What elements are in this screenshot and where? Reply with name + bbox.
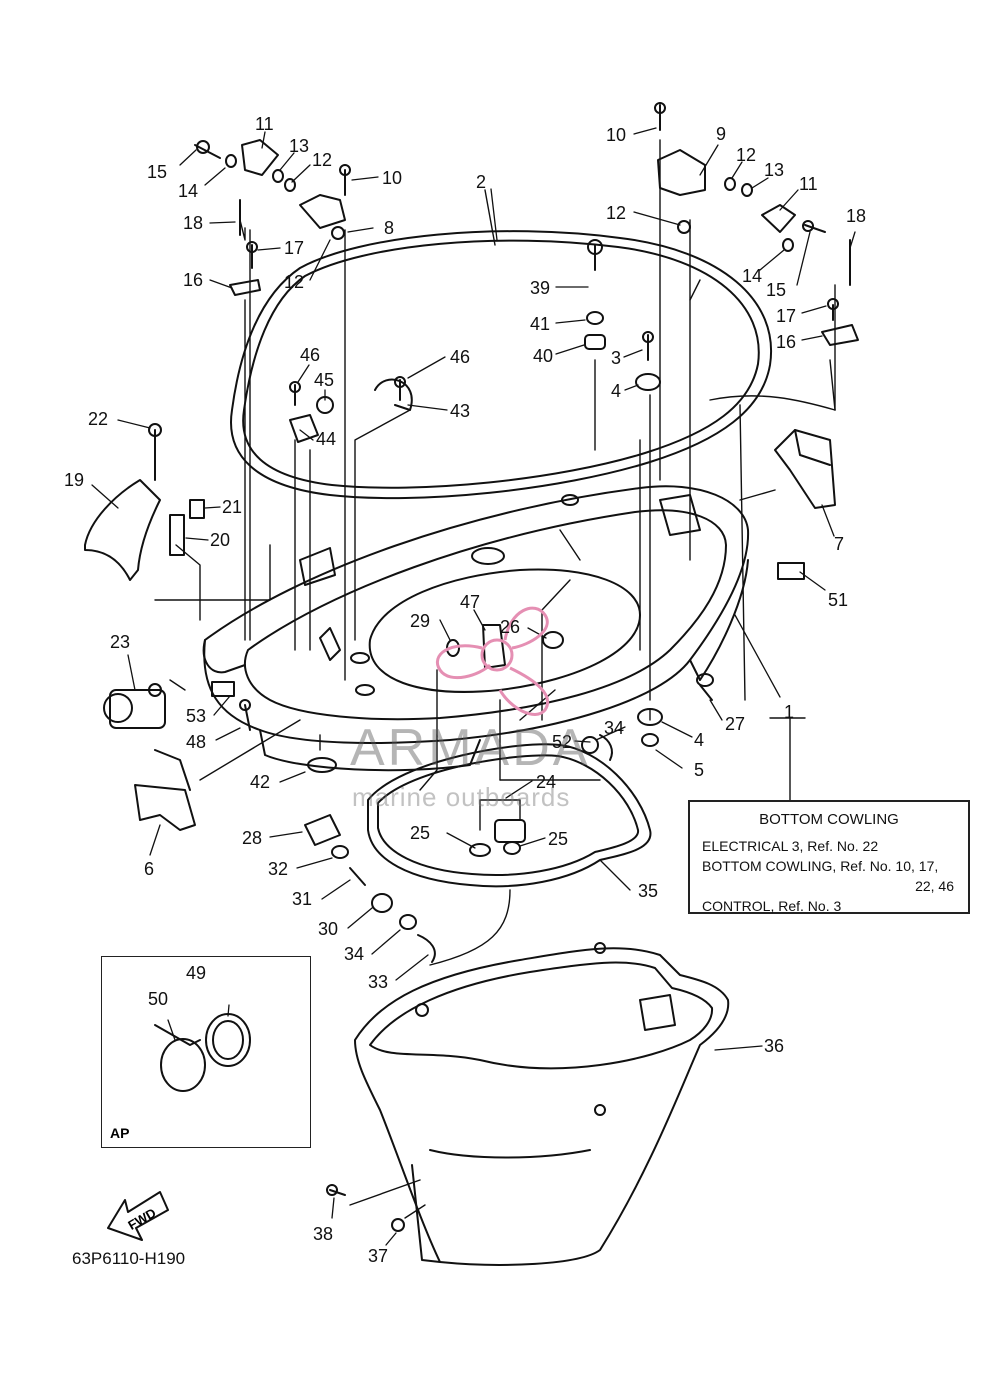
rubber-seal — [367, 743, 652, 888]
callout-11: 11 — [255, 114, 274, 134]
callout-44: 44 — [316, 429, 336, 449]
callout-2: 2 — [476, 172, 486, 192]
reference-line-bottom-cowling: BOTTOM COWLING, Ref. No. 10, 17, — [702, 858, 939, 874]
callout-4: 4 — [694, 730, 704, 750]
callout-3: 3 — [611, 348, 621, 368]
callout-24: 24 — [536, 772, 556, 792]
callout-38: 38 — [313, 1224, 333, 1244]
callout-25: 25 — [410, 823, 430, 843]
callout-12: 12 — [312, 150, 332, 170]
callout-4: 4 — [611, 381, 621, 401]
callout-45: 45 — [314, 370, 334, 390]
callout-13: 13 — [289, 136, 309, 156]
callout-14: 14 — [178, 181, 198, 201]
callout-9: 9 — [716, 124, 726, 144]
watermark-brand: ARMADA — [350, 719, 591, 777]
reference-line-continuation: 22, 46 — [915, 878, 954, 894]
callout-6: 6 — [144, 859, 154, 879]
callout-25: 25 — [548, 829, 568, 849]
callout-7: 7 — [834, 534, 844, 554]
callout-labels: 1 2 3 4 4 5 6 7 8 9 10 10 11 11 12 12 12… — [64, 114, 866, 1266]
watermark-tagline: marine outboards — [352, 782, 571, 812]
lever-cover — [134, 749, 196, 831]
callout-12: 12 — [606, 203, 626, 223]
fwd-arrow — [107, 1191, 169, 1241]
callout-8: 8 — [384, 218, 394, 238]
callout-53: 53 — [186, 706, 206, 726]
connector-housing — [103, 683, 166, 729]
callout-30: 30 — [318, 919, 338, 939]
callout-5: 5 — [694, 760, 704, 780]
callout-10: 10 — [382, 168, 402, 188]
callout-43: 43 — [450, 401, 470, 421]
callout-34: 34 — [344, 944, 364, 964]
callout-28: 28 — [242, 828, 262, 848]
watermark-logo — [436, 606, 549, 716]
callout-26: 26 — [500, 617, 520, 637]
callout-12: 12 — [736, 145, 756, 165]
rear-bracket — [774, 429, 836, 509]
callout-42: 42 — [250, 772, 270, 792]
ap-inset-box: AP — [101, 956, 311, 1148]
callout-16: 16 — [776, 332, 796, 352]
callout-31: 31 — [292, 889, 312, 909]
front-cover — [84, 479, 161, 581]
callout-37: 37 — [368, 1246, 388, 1266]
callout-18: 18 — [183, 213, 203, 233]
callout-1: 1 — [784, 702, 794, 722]
reference-line-control: CONTROL, Ref. No. 3 — [702, 898, 842, 914]
leader-lines — [154, 139, 836, 1219]
lower-apron — [354, 942, 730, 1266]
callout-22: 22 — [88, 409, 108, 429]
callout-leaders — [91, 127, 856, 1246]
callout-29: 29 — [410, 611, 430, 631]
callout-32: 32 — [268, 859, 288, 879]
callout-17: 17 — [776, 306, 796, 326]
callout-19: 19 — [64, 470, 84, 490]
cowling-seal-ring — [230, 230, 773, 500]
callout-51: 51 — [828, 590, 848, 610]
diagram-code: 63P6110-H190 — [72, 1249, 186, 1268]
reference-title: BOTTOM COWLING — [759, 811, 899, 828]
hose-clamp — [154, 1024, 206, 1092]
callout-50: 50 — [148, 989, 168, 1009]
callout-21: 21 — [222, 497, 242, 517]
reference-line-electrical: ELECTRICAL 3, Ref. No. 22 — [702, 838, 879, 854]
callout-40: 40 — [533, 346, 553, 366]
callout-13: 13 — [764, 160, 784, 180]
callout-11: 11 — [799, 174, 818, 194]
callout-35: 35 — [638, 881, 658, 901]
callout-14: 14 — [742, 266, 762, 286]
callout-47: 47 — [460, 592, 480, 612]
callout-39: 39 — [530, 278, 550, 298]
callout-23: 23 — [110, 632, 130, 652]
callout-46: 46 — [450, 347, 470, 367]
ap-label: AP — [110, 1125, 130, 1141]
callout-34: 34 — [604, 718, 624, 738]
callout-20: 20 — [210, 530, 230, 550]
callout-17: 17 — [284, 238, 304, 258]
callout-49: 49 — [186, 963, 206, 983]
callout-41: 41 — [530, 314, 550, 334]
callout-52: 52 — [552, 732, 572, 752]
callout-15: 15 — [766, 280, 786, 300]
callout-12: 12 — [284, 272, 304, 292]
fwd-label: FWD — [125, 1205, 158, 1233]
callout-33: 33 — [368, 972, 388, 992]
callout-27: 27 — [725, 714, 745, 734]
callout-16: 16 — [183, 270, 203, 290]
callout-10: 10 — [606, 125, 626, 145]
callout-18: 18 — [846, 206, 866, 226]
callout-15: 15 — [147, 162, 167, 182]
reference-box: BOTTOM COWLING ELECTRICAL 3, Ref. No. 22… — [688, 800, 970, 914]
callout-36: 36 — [764, 1036, 784, 1056]
callout-46: 46 — [300, 345, 320, 365]
callout-48: 48 — [186, 732, 206, 752]
